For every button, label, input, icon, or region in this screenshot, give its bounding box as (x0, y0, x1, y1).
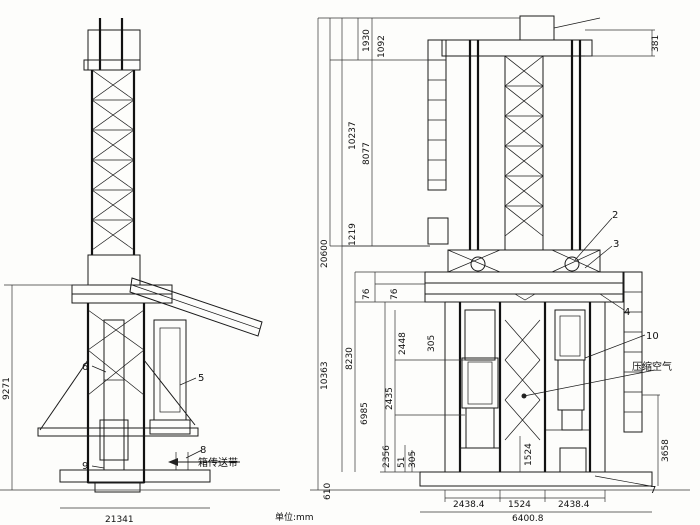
dim-305-a: 305 (427, 335, 437, 352)
dim-20600: 20600 (320, 239, 330, 268)
right-base (419, 471, 653, 487)
dim-6985: 6985 (360, 402, 370, 425)
dim-381: 381 (651, 35, 661, 52)
left-cylinder (461, 357, 499, 409)
dim-610: 610 (323, 483, 333, 500)
dim-2438-left: 2438.4 (453, 500, 485, 510)
left-mast-head (87, 29, 141, 71)
callout-7: 7 (650, 485, 656, 496)
callout-9: 9 (82, 461, 88, 472)
right-cylinder (554, 309, 586, 361)
dim-2448: 2448 (398, 332, 408, 355)
callout-3: 3 (613, 239, 619, 250)
dim-3658: 3658 (661, 439, 671, 462)
dim-1524-bottom: 1524 (508, 500, 531, 510)
dim-8230: 8230 (345, 347, 355, 370)
dim-51: 51 (397, 457, 407, 468)
side-unit (153, 319, 187, 421)
dim-2435: 2435 (385, 387, 395, 410)
callout-8: 8 (200, 445, 206, 456)
left-ladder (427, 39, 447, 191)
left-height-dim: 9271 (2, 377, 12, 400)
dim-2438-right: 2438.4 (558, 500, 590, 510)
dim-1524-inner: 1524 (524, 443, 534, 466)
dim-1930: 1930 (362, 29, 372, 52)
compressed-air-label: 压缩空气 (632, 360, 672, 373)
dim-76-b: 76 (390, 288, 400, 300)
callout-6: 6 (82, 362, 88, 373)
dim-305-b: 305 (408, 451, 418, 468)
unit-label: 单位:mm (275, 511, 314, 523)
dim-8077: 8077 (362, 142, 372, 165)
callout-2: 2 (612, 210, 618, 221)
right-elevation-view: 1930 1092 10237 8077 1219 20600 76 76 10… (310, 15, 690, 524)
left-lattice-mast (91, 69, 135, 256)
inclined-conveyor (129, 277, 263, 337)
conveyor-label: 箱传送带 (198, 456, 238, 469)
right-top-beam (441, 39, 593, 57)
dim-10237: 10237 (348, 121, 358, 150)
dim-1219: 1219 (348, 223, 358, 246)
left-width-dim: 21341 (105, 515, 134, 525)
callout-4: 4 (624, 307, 630, 318)
dim-6400: 6400.8 (512, 514, 544, 524)
callout-10: 10 (646, 331, 659, 342)
dim-76-a: 76 (362, 288, 372, 300)
dim-10363: 10363 (320, 361, 330, 390)
dim-1092: 1092 (377, 35, 387, 58)
callout-5: 5 (198, 373, 204, 384)
left-elevation-view: 9271 21341 5 6 8 9 箱传送带 (0, 18, 280, 525)
dim-2356: 2356 (382, 445, 392, 468)
